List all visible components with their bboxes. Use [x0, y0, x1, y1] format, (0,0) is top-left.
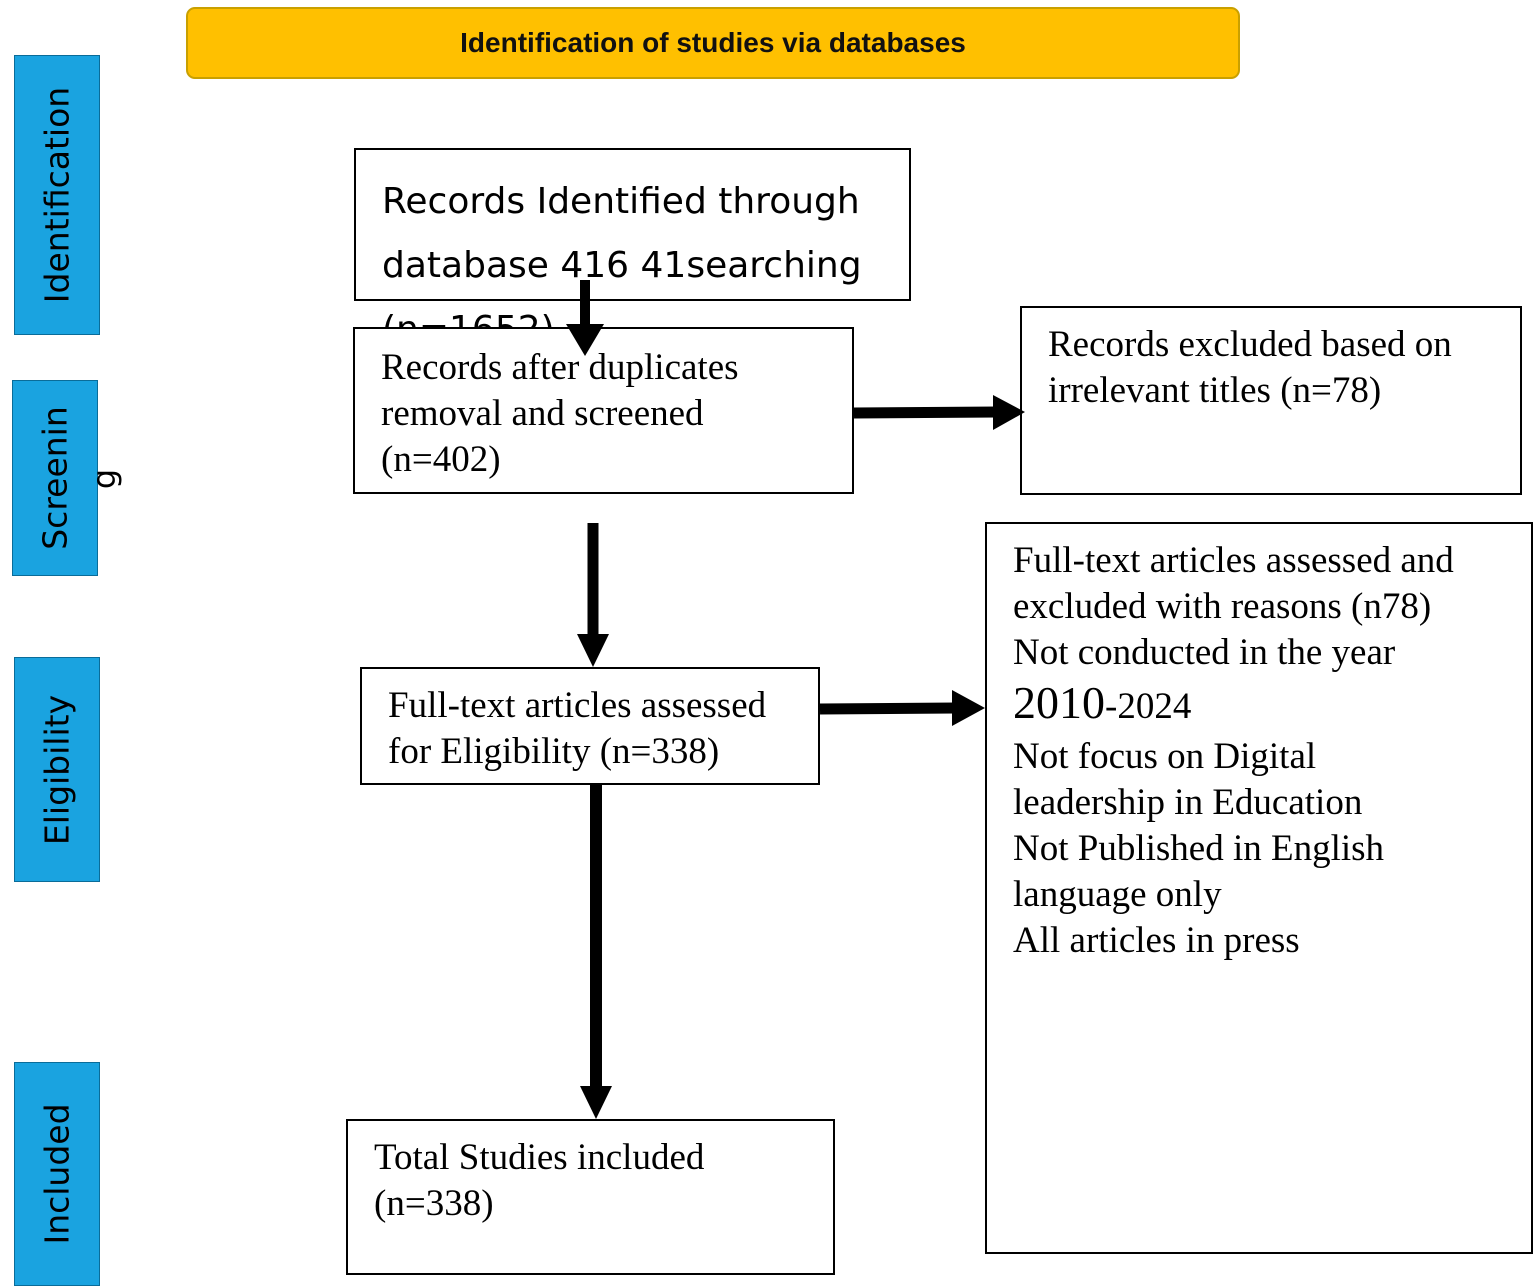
excluded-reasons-line9: All articles in press: [1013, 920, 1300, 961]
arrow-duplicates-to-excluded-head: [993, 395, 1025, 430]
total-included-line1: Total Studies included: [374, 1137, 705, 1178]
excluded-reasons-line6: leadership in Education: [1013, 782, 1363, 823]
records-identified-line2: database 416 41searching: [382, 245, 862, 286]
excluded-reasons-box: Full-text articles assessed and excluded…: [985, 522, 1533, 1254]
excluded-titles-box: Records excluded based on irrelevant tit…: [1020, 306, 1522, 495]
excluded-reasons-line5: Not focus on Digital: [1013, 736, 1317, 777]
excluded-reasons-line1: Full-text articles assessed and: [1013, 540, 1454, 581]
excluded-reasons-line8: language only: [1013, 874, 1222, 915]
records-identified-line1: Records Identified through: [382, 181, 860, 222]
full-text-assessed-box: Full-text articles assessed for Eligibil…: [360, 667, 820, 785]
arrow-fulltext-to-excluded-head: [952, 690, 985, 726]
excluded-reasons-line2: excluded with reasons (n78): [1013, 586, 1432, 627]
after-duplicates-line1: Records after duplicates: [381, 347, 739, 388]
excluded-reasons-year-end: -2024: [1105, 686, 1192, 727]
arrow-duplicates-to-fulltext-head: [577, 634, 609, 667]
stage-eligibility: Eligibility: [14, 657, 100, 882]
full-text-assessed-line1: Full-text articles assessed: [388, 685, 767, 726]
header-banner: Identification of studies via databases: [186, 7, 1240, 79]
excluded-reasons-line3: Not conducted in the year: [1013, 632, 1396, 673]
excluded-reasons-line7: Not Published in English: [1013, 828, 1385, 869]
stage-included: Included: [14, 1062, 100, 1286]
excluded-reasons-year: 2010-2024: [1013, 680, 1191, 730]
after-duplicates-line2: removal and screened: [381, 393, 704, 434]
excluded-titles-line1: Records excluded based on: [1048, 324, 1452, 365]
after-duplicates-line3: (n=402): [381, 439, 501, 480]
arrow-identified-to-duplicates-head: [566, 324, 604, 356]
arrow-fulltext-to-included-head: [580, 1086, 612, 1119]
total-included-line2: (n=338): [374, 1183, 494, 1224]
arrow-duplicates-to-excluded-shaft: [853, 406, 999, 419]
stage-identification: Identification: [14, 55, 100, 335]
total-included-box: Total Studies included (n=338): [346, 1119, 835, 1275]
after-duplicates-box: Records after duplicates removal and scr…: [353, 327, 854, 494]
full-text-assessed-line2: for Eligibility (n=338): [388, 731, 720, 772]
excluded-titles-line2: irrelevant titles (n=78): [1048, 370, 1382, 411]
arrow-fulltext-to-excluded-shaft: [819, 702, 957, 715]
stage-screening: Screenin: [12, 380, 98, 576]
excluded-reasons-year-start: 2010: [1013, 677, 1105, 728]
